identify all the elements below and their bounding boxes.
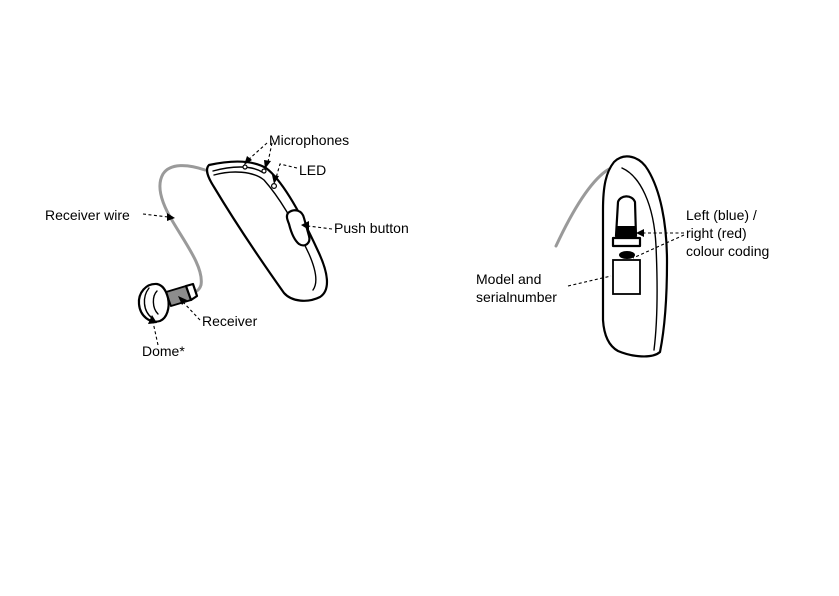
label-dome: Dome*: [142, 343, 185, 359]
arrowhead-microphones-rear: [264, 160, 271, 169]
socket-base: [613, 238, 640, 246]
label-model-line1: Model and: [476, 271, 541, 287]
hearing-aid-side-view: [139, 162, 327, 322]
label-model-line2: serialnumber: [476, 289, 557, 305]
label-led: LED: [299, 162, 326, 178]
shell-outer: [603, 156, 667, 356]
model-serial-panel: [613, 260, 640, 294]
led-indicator: [272, 184, 277, 189]
label-push-button: Push button: [334, 220, 409, 236]
label-colour-coding-line3: colour coding: [686, 243, 769, 259]
hearing-aid-back-view: [556, 156, 667, 356]
microphone-opening-front: [243, 165, 247, 169]
label-colour-coding-line2: right (red): [686, 225, 747, 241]
receiver-wire: [160, 166, 205, 294]
colour-coding-marker: [617, 226, 636, 238]
label-receiver-wire: Receiver wire: [45, 207, 130, 223]
microphone-opening-rear: [262, 169, 266, 173]
label-receiver: Receiver: [202, 313, 258, 329]
battery-latch: [619, 251, 635, 259]
label-colour-coding-line1: Left (blue) /: [686, 207, 757, 223]
label-microphones: Microphones: [269, 132, 349, 148]
